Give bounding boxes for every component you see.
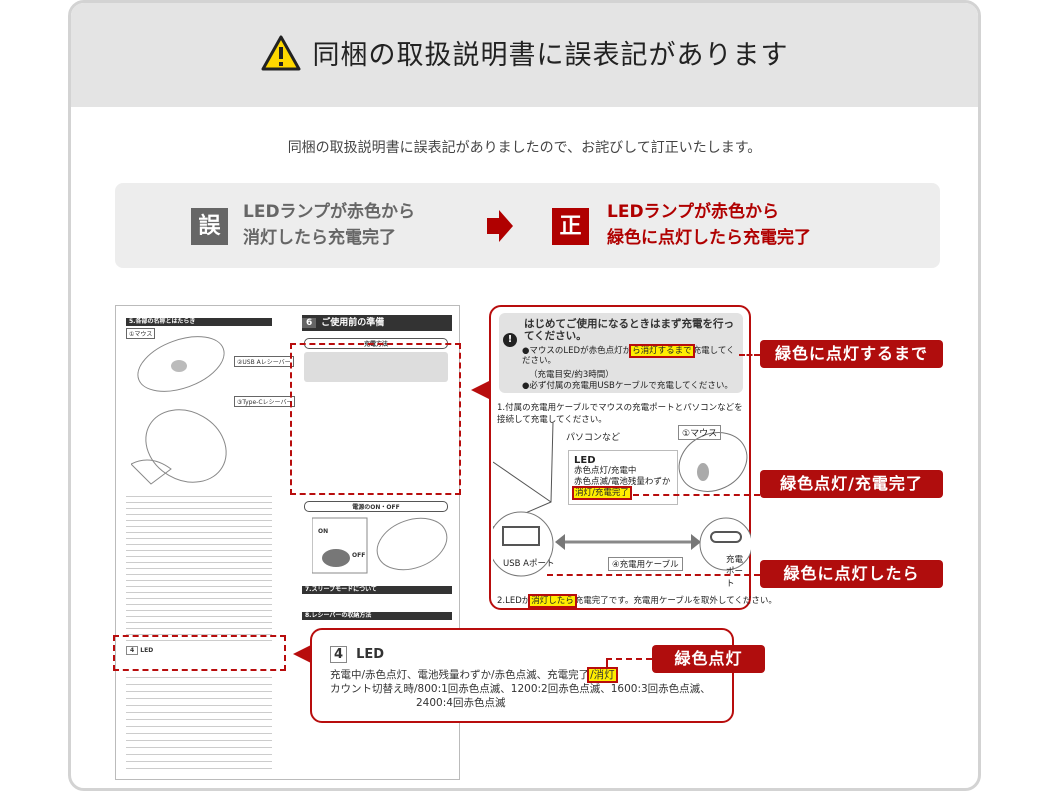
notice-card: 同梱の取扱説明書に誤表記があります 同梱の取扱説明書に誤表記がありましたので、お… bbox=[68, 0, 981, 791]
manual-power-heading: 電源のON・OFF bbox=[304, 501, 448, 512]
manual-usb-a-label: ②USB Aレシーバー bbox=[234, 356, 294, 367]
wrong-badge: 誤 bbox=[191, 208, 228, 245]
usb-a-port-label: USB Aポート bbox=[503, 559, 555, 569]
switch-illustration bbox=[312, 517, 448, 574]
connector-line bbox=[633, 494, 760, 496]
step-2: 2.LEDが消灯したら充電完了です。充電用ケーブルを取外してください。 bbox=[497, 594, 777, 608]
charge-port-label: 充電ポート bbox=[726, 555, 744, 589]
pointer-arrow bbox=[293, 645, 311, 663]
page-title: 同梱の取扱説明書に誤表記があります bbox=[71, 33, 978, 72]
manual-notice-box bbox=[304, 352, 448, 382]
manual-led-heading: 4 LED bbox=[126, 646, 153, 655]
manual-section-5: 5.各部の名称とはたらき bbox=[126, 318, 272, 326]
led-description: 充電中/赤色点灯、電池残量わずか/赤色点滅、充電完了/消灯 カウント切替え時/8… bbox=[330, 667, 711, 709]
highlight-charge-section bbox=[290, 343, 461, 495]
mouse-illustration bbox=[131, 336, 227, 485]
notice-title: はじめてご使用になるときはまず充電を行ってください。 bbox=[524, 318, 734, 342]
connector-line bbox=[606, 658, 652, 668]
correction-tag: 緑色に点灯したら bbox=[760, 560, 943, 588]
correction-tag: 緑色に点灯するまで bbox=[760, 340, 943, 368]
correction-tag: 緑色点灯/充電完了 bbox=[760, 470, 943, 498]
charging-diagram bbox=[493, 422, 751, 577]
mouse-label: ①マウス bbox=[678, 425, 722, 440]
manual-on-label: ON bbox=[318, 528, 329, 535]
highlight-led-section bbox=[113, 635, 286, 671]
correction-tag: 緑色点灯 bbox=[652, 645, 765, 673]
warning-icon bbox=[261, 35, 300, 70]
right-text: LEDランプが赤色から緑色に点灯したら充電完了 bbox=[607, 202, 811, 248]
charge-callout: ! はじめてご使用になるときはまず充電を行ってください。 ●マウスのLEDが赤色… bbox=[489, 305, 777, 610]
pointer-arrow bbox=[471, 381, 489, 399]
led-heading: 4 LED bbox=[330, 646, 384, 663]
header-band bbox=[71, 3, 978, 107]
wrong-text: LEDランプが赤色から消灯したら充電完了 bbox=[243, 202, 416, 248]
intro-text: 同梱の取扱説明書に誤表記がありましたので、お詫びして訂正いたします。 bbox=[287, 140, 762, 156]
connector-line bbox=[739, 354, 760, 356]
manual-section-8: 8.レシーバーの収納方法 bbox=[302, 612, 452, 620]
led-callout: 4 LED 充電中/赤色点灯、電池残量わずか/赤色点滅、充電完了/消灯 カウント… bbox=[310, 628, 734, 723]
cable-label: ④充電用ケーブル bbox=[608, 557, 683, 571]
notice-line-2: （充電目安/約3時間） bbox=[529, 370, 614, 380]
arrow-right-icon bbox=[487, 210, 513, 242]
manual-text-lines bbox=[126, 491, 272, 646]
step-1: 1.付属の充電用ケーブルでマウスの充電ポートとパソコンなどを接続して充電してくだ… bbox=[497, 403, 743, 425]
exclamation-icon: ! bbox=[503, 333, 517, 347]
pc-label: パソコンなど bbox=[566, 433, 621, 443]
manual-mouse-label: ①マウス bbox=[126, 328, 156, 339]
notice-line-3: ●必ず付属の充電用USBケーブルで充電してください。 bbox=[522, 381, 733, 391]
notice-line-1: ●マウスのLEDが赤色点灯から消灯するまで充電してください。 bbox=[522, 344, 735, 366]
notice-box: ! はじめてご使用になるときはまず充電を行ってください。 ●マウスのLEDが赤色… bbox=[499, 313, 743, 393]
manual-type-c-label: ③Type-Cレシーバー bbox=[234, 396, 296, 407]
title-text: 同梱の取扱説明書に誤表記があります bbox=[312, 40, 789, 71]
led-legend: LED 赤色点灯/充電中赤色点滅/電池残量わずか 消灯/充電完了 bbox=[568, 450, 678, 505]
manual-section-7: 7.スリープモードについて bbox=[302, 586, 452, 594]
right-badge: 正 bbox=[552, 208, 589, 245]
correction-summary: 誤 LEDランプが赤色から消灯したら充電完了 正 LEDランプが赤色から緑色に点… bbox=[115, 183, 940, 268]
manual-text-lines bbox=[126, 671, 272, 771]
manual-off-label: OFF bbox=[352, 552, 366, 559]
connector-line bbox=[547, 574, 760, 576]
